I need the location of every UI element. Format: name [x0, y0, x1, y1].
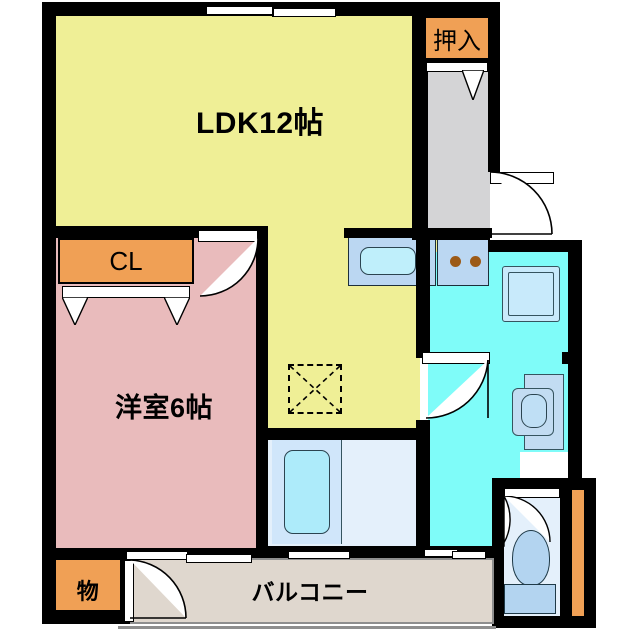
entrance-door-swing-arc [490, 172, 553, 235]
wall-entry-right [488, 14, 500, 172]
toilet-door-swing-arc[interactable] [504, 496, 554, 548]
closet-cl-label: CL [109, 245, 143, 276]
balcony-rail-line [118, 626, 496, 629]
wall-top-right [414, 2, 500, 16]
oshiire-tag: 押入 [424, 16, 490, 60]
window-bedroom-bottom-2[interactable] [186, 554, 252, 563]
window-bedroom-bottom[interactable] [126, 551, 188, 560]
bedroom-label: 洋室6帖 [114, 392, 214, 423]
window-bathroom-bottom[interactable] [288, 551, 350, 559]
room-entry-fill [428, 72, 490, 230]
wall-washroom-left-lower [416, 420, 430, 560]
stove-burner-left [450, 256, 461, 267]
closet-hanger-mark-right [164, 297, 190, 325]
wall-toilet-divider [560, 488, 572, 620]
wall-left-outer [42, 2, 56, 232]
oshiire-label: 押入 [433, 27, 481, 55]
wall-kitchen-top [344, 228, 492, 238]
toilet-tank [504, 584, 556, 614]
storage-door-swing-arc [130, 560, 187, 619]
kitchen-counter-stove [437, 236, 489, 286]
stove-burner-right [470, 256, 481, 267]
hatch-cross-icon [290, 366, 340, 412]
wall-bathroom-top [264, 428, 428, 440]
window-ldk-top-right[interactable] [272, 8, 336, 17]
wall-washroom-top [488, 240, 582, 252]
pipe-shaft-hatch [288, 364, 342, 414]
wall-toilet-left [492, 478, 504, 628]
window-toilet-top[interactable] [504, 488, 560, 498]
window-ldk-top-mull [272, 3, 274, 17]
washroom-door-swing-arc [425, 360, 489, 419]
window-washroom-bottom-right[interactable] [452, 551, 486, 559]
bathtub [284, 450, 330, 534]
storage-label: 物 [76, 579, 100, 604]
wall-toilet-right-outer [584, 478, 596, 628]
wall-bedroom-right [256, 226, 268, 554]
kitchen-sink-basin [360, 247, 416, 275]
bedroom-door-swing-arc [199, 238, 258, 297]
wall-storage-top [54, 548, 126, 560]
washing-machine-pan-inner [508, 272, 554, 316]
balcony-label: バルコニー [251, 579, 369, 605]
toilet-side-panel [570, 490, 586, 618]
wall-washroom-left [416, 238, 430, 358]
oshiire-door-leaf[interactable] [426, 62, 488, 72]
ldk-label: LDK12帖 [195, 107, 325, 140]
wall-ldk-right-upper [412, 14, 428, 230]
wall-washroom-jog [562, 352, 582, 364]
closet-cl-tag: CL [58, 238, 194, 284]
bedroom-door-leaf[interactable] [198, 230, 258, 242]
wall-toilet-bottom [492, 616, 596, 628]
vanity-basin [521, 394, 547, 428]
window-ldk-top-left[interactable] [206, 6, 274, 15]
closet-hanger-mark-left [62, 297, 88, 325]
washroom-door-leaf[interactable] [422, 352, 490, 364]
oshiire-hanger-mark [462, 70, 484, 100]
wall-left-outer-lower [42, 232, 56, 624]
toilet-bowl [512, 530, 550, 586]
storage-door-leaf[interactable] [124, 560, 134, 622]
wall-toilet-top [492, 478, 588, 490]
room-ldk-fill [54, 14, 412, 228]
wall-washroom-right-outer [568, 240, 582, 490]
closet-cl-door[interactable] [62, 286, 190, 298]
wall-bottom-left [42, 610, 124, 624]
